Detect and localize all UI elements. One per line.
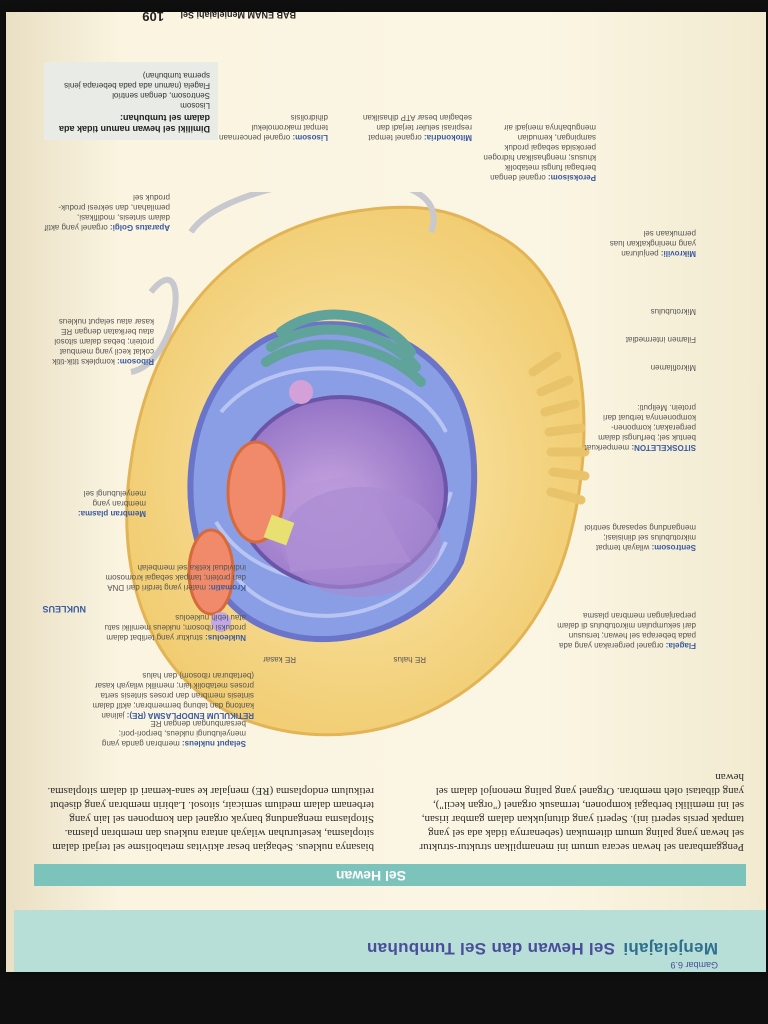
label-mikrotubulus: Mikrotubulus	[651, 306, 696, 316]
page-footer: BAB ENAM Menjelajahi Sel 109	[142, 9, 296, 24]
label-golgi: Aparatus Golgi: organel yang aktif dalam…	[44, 192, 170, 232]
label-nukleolus: Nukleolus: struktur yang terlibat dalam …	[96, 612, 246, 642]
title-text: Sel Hewan dan Sel Tumbuhan	[367, 939, 615, 958]
label-nukleus: NUKLEUS	[42, 604, 86, 614]
label-re-halus: RE halus	[394, 654, 426, 664]
label-ribosom: Ribosom: kompleks titik-titik coklat kec…	[44, 316, 154, 366]
lysosome	[289, 380, 313, 404]
label-re: RETIKULUM ENDOPLASMA (RE): jalinan kanto…	[84, 670, 254, 720]
label-mikrofilamen: Mikrofilamen	[651, 362, 696, 372]
title-prefix: Menjelajahi	[623, 939, 718, 958]
label-mikrovili: Mikrovili: penjuluran yang meningkatkan …	[606, 228, 696, 258]
label-lisosom: Lisosom: organel pencernaan tempat makro…	[218, 112, 328, 142]
comparison-title: Dimiliki sel hewan namun tidak ada dalam…	[50, 112, 210, 134]
nucleus-cutaway	[281, 487, 441, 597]
label-sentrosom: Sentrosom: wilayah tempat mikrotubulus s…	[576, 522, 696, 552]
book-page: Gambar 6.9 Menjelajahi Sel Hewan dan Sel …	[6, 12, 766, 972]
figure-number: Gambar 6.9	[670, 960, 718, 970]
page-number: 109	[142, 9, 164, 24]
label-sitoskeleton: SITOSKELETON: memperkuat bentuk sel; ber…	[576, 402, 696, 452]
comparison-box: Dimiliki sel hewan namun tidak ada dalam…	[44, 62, 218, 140]
section-title: Sel Hewan	[336, 868, 406, 884]
label-kromatin: Kromatin: materi yang terdiri dari DNA d…	[96, 562, 246, 592]
header-band: Gambar 6.9 Menjelajahi Sel Hewan dan Sel …	[14, 910, 766, 972]
section-band: Sel Hewan	[34, 864, 746, 886]
footer-chapter: BAB ENAM	[248, 10, 297, 20]
footer-topic: Menjelajahi Sel	[180, 10, 245, 20]
label-flagela: Flagela: organel pergerakan yang ada pad…	[556, 610, 696, 650]
page-title: Menjelajahi Sel Hewan dan Sel Tumbuhan	[367, 938, 718, 958]
label-peroksisom: Peroksisom: organel dengan berbagai fung…	[476, 122, 596, 182]
intro-paragraph-2: biasanya nukleus. Sebagian besar aktivit…	[44, 784, 374, 854]
label-mitokondria: Mitokondria: organel tempat respirasi se…	[342, 112, 472, 142]
comparison-body: Lisosom Sentrosom, dengan sentriol Flage…	[50, 70, 210, 110]
label-filamen: Filamen intermediat	[626, 334, 696, 344]
label-membran: Membran plasma: membran yang menyelubung…	[46, 488, 146, 518]
label-re-kasar: RE kasar	[263, 654, 296, 664]
label-selaput: Selaput nukleus: membran ganda yang meny…	[96, 718, 246, 748]
